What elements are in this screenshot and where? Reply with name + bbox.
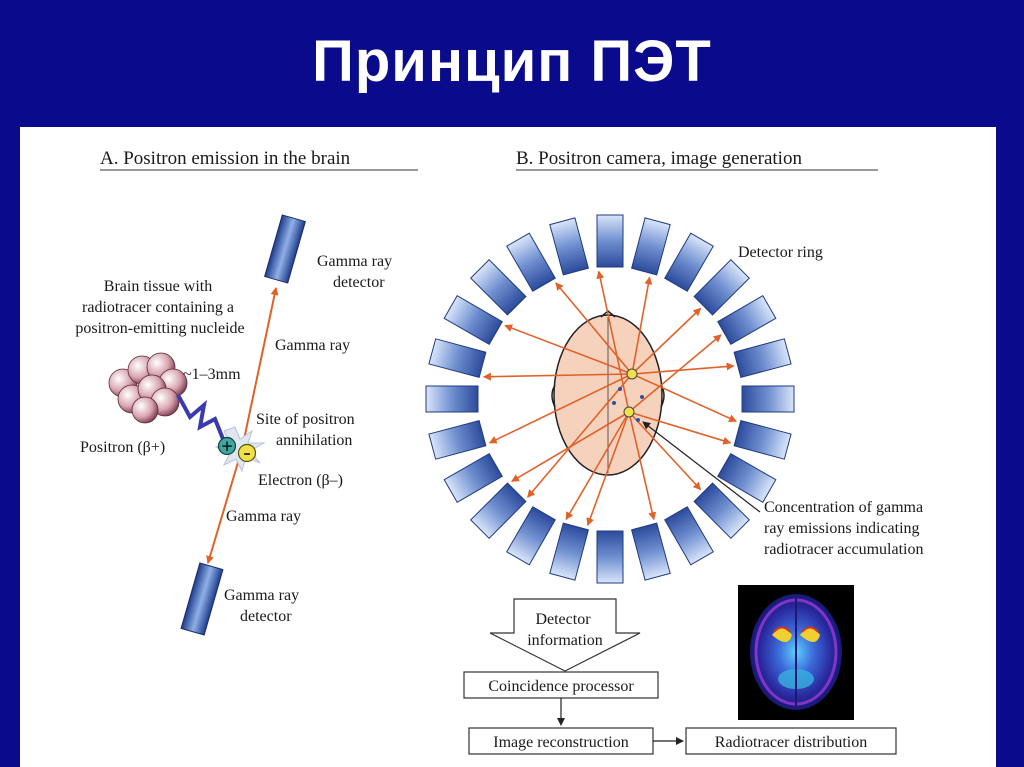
radiotracer-distribution-label: Radiotracer distribution <box>715 734 867 751</box>
positron-label: Positron (β+) <box>80 439 165 456</box>
ring-detector-block <box>741 385 795 413</box>
positron-particle: + <box>217 436 237 456</box>
positron-path <box>176 394 225 440</box>
gamma-ray-arrow-down <box>206 448 243 564</box>
ring-detector-block <box>631 217 671 276</box>
electron-label: Electron (β–) <box>258 472 343 489</box>
head-outline <box>551 310 665 476</box>
ring-detector-block <box>506 232 556 292</box>
ring-detector-block <box>596 530 624 584</box>
detector-information-arrow <box>489 598 641 672</box>
ring-detector-block <box>693 259 750 316</box>
gamma-ray-line <box>586 411 630 527</box>
panel-b-heading: B. Positron camera, image generation <box>516 148 802 169</box>
ring-detector-block <box>428 338 487 378</box>
minus-sign: – <box>243 444 251 462</box>
gamma-ray-line <box>596 270 630 413</box>
ring-detector-block <box>717 295 777 345</box>
ring-detector-block <box>443 453 503 503</box>
ring-detector-block <box>596 214 624 268</box>
gamma-ray-line <box>631 362 735 375</box>
nucleus-cluster <box>108 352 188 424</box>
ring-detector-block <box>428 420 487 460</box>
ring-detector-block <box>664 506 714 566</box>
pet-brain-scan-image <box>738 585 854 720</box>
annihilation-site-label: Site of positron annihilation <box>256 411 359 449</box>
ring-detector-block <box>443 295 503 345</box>
lower-gamma-detector <box>180 562 224 636</box>
slide-title: Принцип ПЭТ <box>312 29 712 94</box>
coincidence-processor-box <box>463 671 659 699</box>
coincidence-processor-label: Coincidence processor <box>488 678 634 695</box>
gamma-ray-line <box>511 411 630 482</box>
ring-detector-block <box>470 482 527 539</box>
ring-detector-block <box>425 385 479 413</box>
gamma-ray-line <box>631 307 702 375</box>
concentration-label: Concentration of gamma ray emissions ind… <box>764 499 927 558</box>
image-reconstruction-box <box>468 727 654 755</box>
gamma-ray-line <box>628 411 702 491</box>
ring-detector-block <box>631 522 671 581</box>
gamma-ray-arrow-up <box>241 287 279 450</box>
emission-sites <box>612 368 644 422</box>
gamma-ray-label-lower: Gamma ray <box>226 508 301 525</box>
gamma-ray-line <box>631 276 653 375</box>
concentration-pointer <box>642 421 761 513</box>
diagram-panel: A. Positron emission in the brain Gamma … <box>20 127 996 767</box>
gamma-ray-line <box>488 373 633 444</box>
electron-particle: – <box>237 443 257 463</box>
detector-ring-label: Detector ring <box>738 244 823 261</box>
pet-diagram: A. Positron emission in the brain Gamma … <box>75 148 927 755</box>
gamma-ray-line <box>565 411 630 521</box>
image-reconstruction-label: Image reconstruction <box>493 734 629 751</box>
ring-detector-block <box>717 453 777 503</box>
ring-detector-block <box>733 338 792 378</box>
gamma-ray-line <box>631 373 738 422</box>
gamma-ray-line <box>482 372 633 381</box>
ring-detector-block <box>549 522 589 581</box>
ring-detector-block <box>506 506 556 566</box>
range-label: ~1–3mm <box>183 366 241 383</box>
ring-detector-block <box>470 259 527 316</box>
ring-detector-block <box>549 217 589 276</box>
lower-detector-label: Gamma ray detector <box>224 587 303 625</box>
brain-tissue-label: Brain tissue with radiotracer containing… <box>75 278 244 337</box>
detector-information-label: Detector information <box>527 611 603 649</box>
gamma-ray-line <box>504 324 633 375</box>
ring-detector-block <box>664 232 714 292</box>
upper-detector-label: Gamma ray detector <box>317 253 396 291</box>
gamma-ray-line <box>628 411 657 521</box>
upper-gamma-detector <box>264 214 306 284</box>
gamma-ray-line <box>555 282 633 375</box>
gamma-ray-lines <box>482 270 738 527</box>
detector-ring <box>425 214 795 584</box>
gamma-ray-line <box>628 411 732 445</box>
panel-a-heading: A. Positron emission in the brain <box>100 148 351 169</box>
gamma-ray-line <box>527 373 633 498</box>
ring-detector-block <box>733 420 792 460</box>
plus-sign: + <box>221 437 234 455</box>
radiotracer-distribution-box <box>685 727 897 755</box>
gamma-ray-line <box>628 334 722 413</box>
gamma-ray-label-upper: Gamma ray <box>275 337 350 354</box>
ring-detector-block <box>693 482 750 539</box>
